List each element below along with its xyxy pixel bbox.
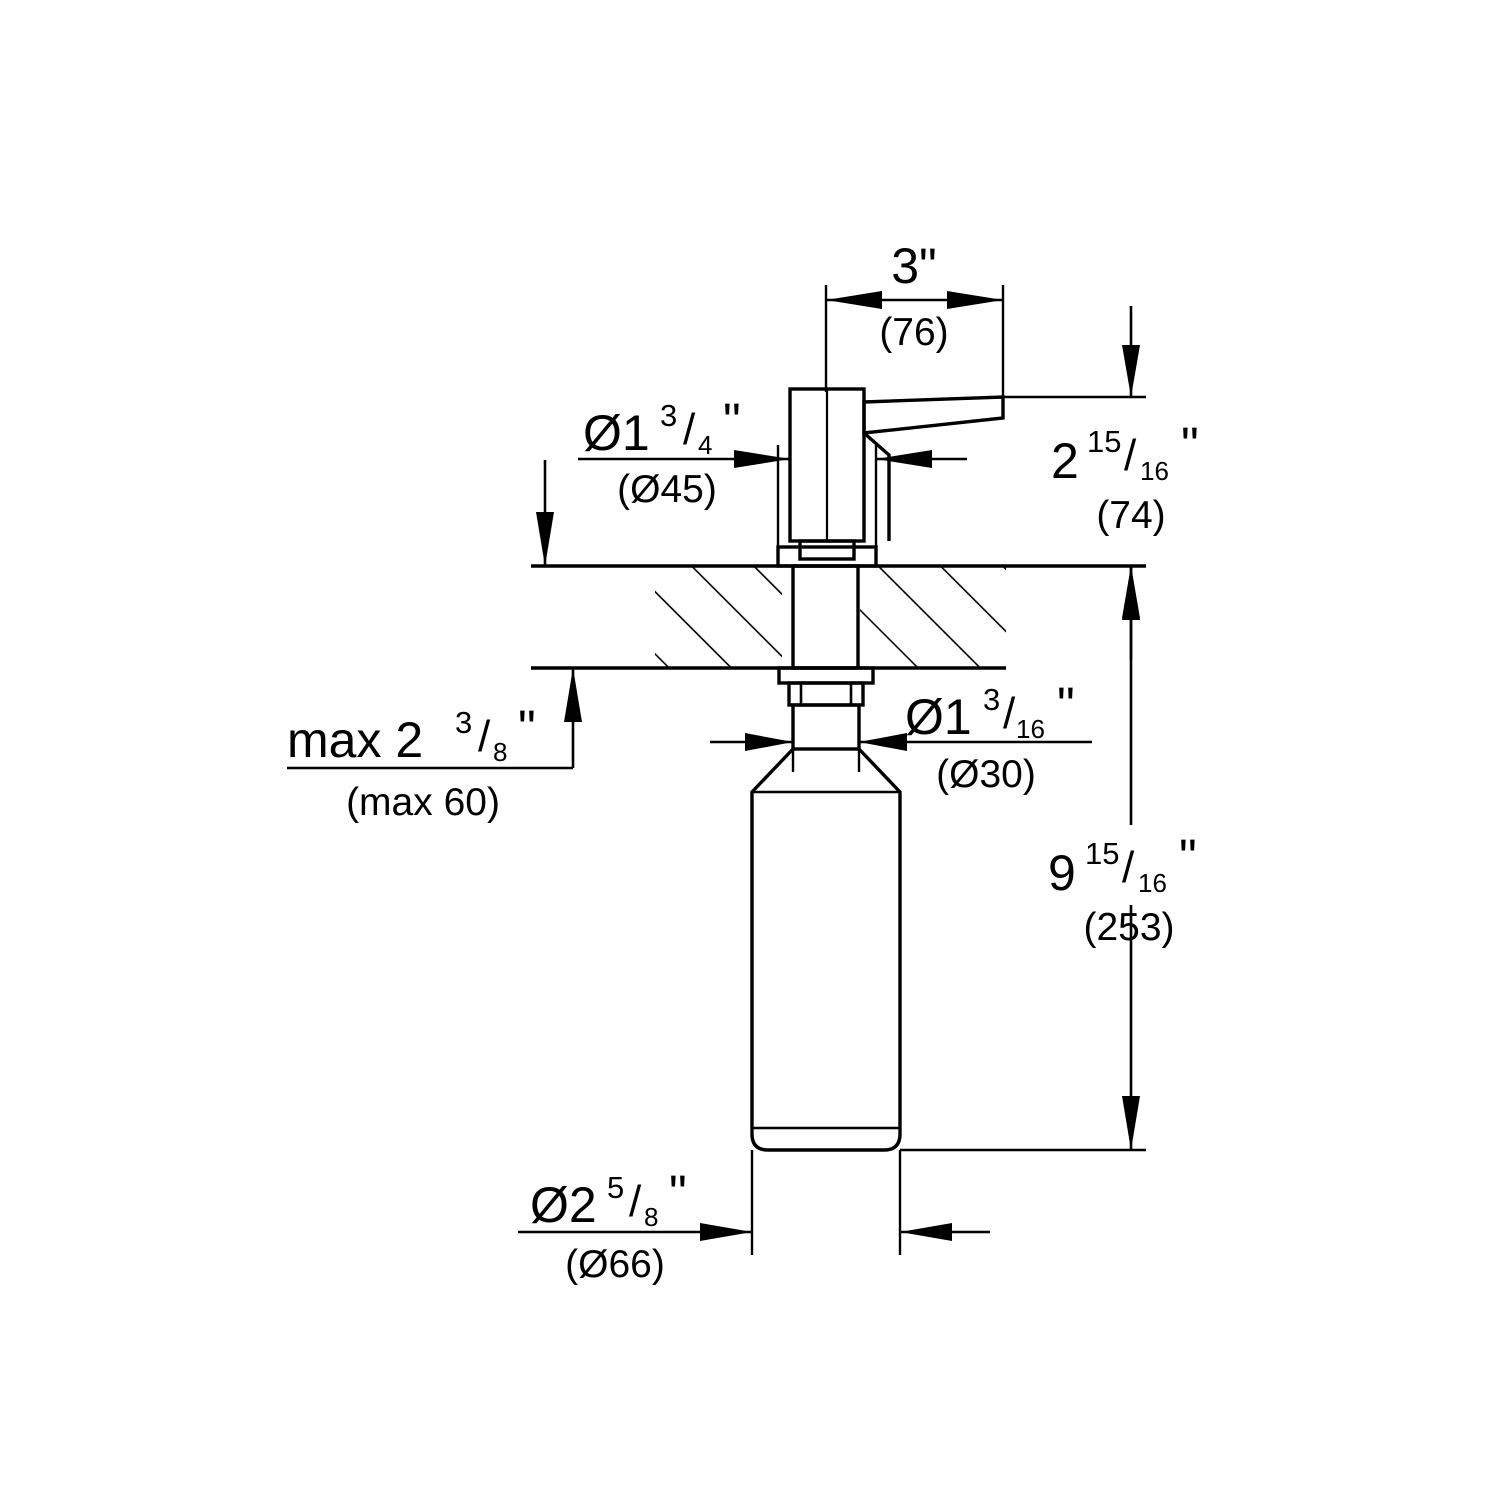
bottle-neck-tube <box>791 703 861 751</box>
label-bottle-dia-prefix-whole: Ø2 <box>530 1177 597 1233</box>
label-neck-diameter-inch-group: Ø1 3 / 16 " <box>905 677 1075 745</box>
label-depth-denominator: 16 <box>1138 868 1167 898</box>
arrow-neck-right <box>859 733 907 751</box>
label-bottle-dia-slash: / <box>629 1177 642 1226</box>
arrow-bottle-dia-right <box>900 1223 952 1241</box>
arrow-neck-left <box>745 733 793 751</box>
reservoir-bottle <box>750 747 902 1152</box>
pump-head-step <box>798 539 856 561</box>
label-head-height-denominator: 16 <box>1140 456 1169 486</box>
label-bottle-dia-denominator: 8 <box>644 1202 658 1232</box>
dimension-head-diameter: Ø1 3 / 4 " (Ø45) <box>578 393 967 547</box>
label-neck-dia-slash: / <box>1003 689 1016 738</box>
label-depth-whole: 9 <box>1048 845 1076 901</box>
label-neck-dia-prefix-whole: Ø1 <box>905 689 972 745</box>
label-head-dia-inchmark: " <box>723 393 741 449</box>
label-head-dia-slash: / <box>683 405 696 454</box>
label-head-height-whole: 2 <box>1051 433 1079 489</box>
label-head-dia-prefix-whole: Ø1 <box>583 405 650 461</box>
label-max-counter-slash: / <box>478 712 491 761</box>
arrow-bottle-dia-left <box>700 1223 752 1241</box>
label-max-counter-denominator: 8 <box>493 737 507 767</box>
label-overall-depth-inch-group: 9 15 / 16 " <box>1048 829 1197 901</box>
label-head-dia-numerator: 3 <box>660 398 677 433</box>
dimension-max-counter-thickness: max 2 3 / 8 " (max 60) <box>287 460 582 824</box>
arrow-depth-top <box>1122 566 1140 620</box>
label-max-counter-numerator: 3 <box>455 705 472 740</box>
label-neck-dia-denominator: 16 <box>1016 714 1045 744</box>
dimension-neck-diameter: Ø1 3 / 16 " (Ø30) <box>710 677 1092 796</box>
label-max-counter-inchmark: " <box>518 700 536 756</box>
label-spout-reach-inch: 3" <box>891 238 937 294</box>
label-head-diameter-inch-group: Ø1 3 / 4 " <box>583 393 741 461</box>
label-neck-dia-inchmark: " <box>1057 677 1075 733</box>
label-head-dia-denominator: 4 <box>698 430 712 460</box>
label-bottle-dia-numerator: 5 <box>607 1170 624 1205</box>
label-spout-reach-mm: (76) <box>879 311 948 354</box>
arrow-head-height-top <box>1122 345 1140 397</box>
label-neck-diameter-mm: (Ø30) <box>936 753 1036 796</box>
label-depth-numerator: 15 <box>1085 836 1119 871</box>
label-max-counter-mm: (max 60) <box>346 781 500 824</box>
label-head-height-numerator: 15 <box>1087 424 1121 459</box>
label-depth-inchmark: " <box>1179 829 1197 885</box>
arrow-head-dia-left <box>734 450 790 468</box>
arrow-depth-bottom <box>1122 1096 1140 1150</box>
dimension-bottle-diameter: Ø2 5 / 8 " (Ø66) <box>518 1150 990 1286</box>
arrow-3in-left <box>826 291 882 309</box>
label-neck-dia-numerator: 3 <box>983 682 1000 717</box>
soap-dispenser-geometry <box>750 387 1005 1152</box>
arrow-counter-bottom <box>564 668 582 722</box>
label-bottle-diameter-mm: (Ø66) <box>565 1243 665 1286</box>
label-depth-slash: / <box>1122 843 1135 892</box>
label-bottle-diameter-inch-group: Ø2 5 / 8 " <box>530 1165 687 1233</box>
label-head-height-slash: / <box>1124 431 1137 480</box>
label-head-height-mm: (74) <box>1096 494 1165 537</box>
label-max-counter-text: max 2 <box>287 712 423 768</box>
arrow-3in-right <box>947 291 1003 309</box>
dimension-overall-depth: 9 15 / 16 " (253) <box>900 566 1197 1152</box>
lever-joint <box>862 431 891 541</box>
arrow-counter-top <box>536 512 554 566</box>
countertop-section <box>531 564 1146 670</box>
arrow-head-dia-right <box>876 450 932 468</box>
label-head-height-inch-group: 2 15 / 16 " <box>1051 417 1199 489</box>
label-head-diameter-mm: (Ø45) <box>617 468 717 511</box>
label-bottle-dia-inchmark: " <box>669 1165 687 1221</box>
label-max-counter-inch-group: max 2 3 / 8 " <box>287 700 536 768</box>
label-overall-depth-mm: (253) <box>1083 906 1174 949</box>
dimension-spout-reach: 3" (76) <box>824 238 1005 398</box>
label-head-height-inchmark: " <box>1181 417 1199 473</box>
